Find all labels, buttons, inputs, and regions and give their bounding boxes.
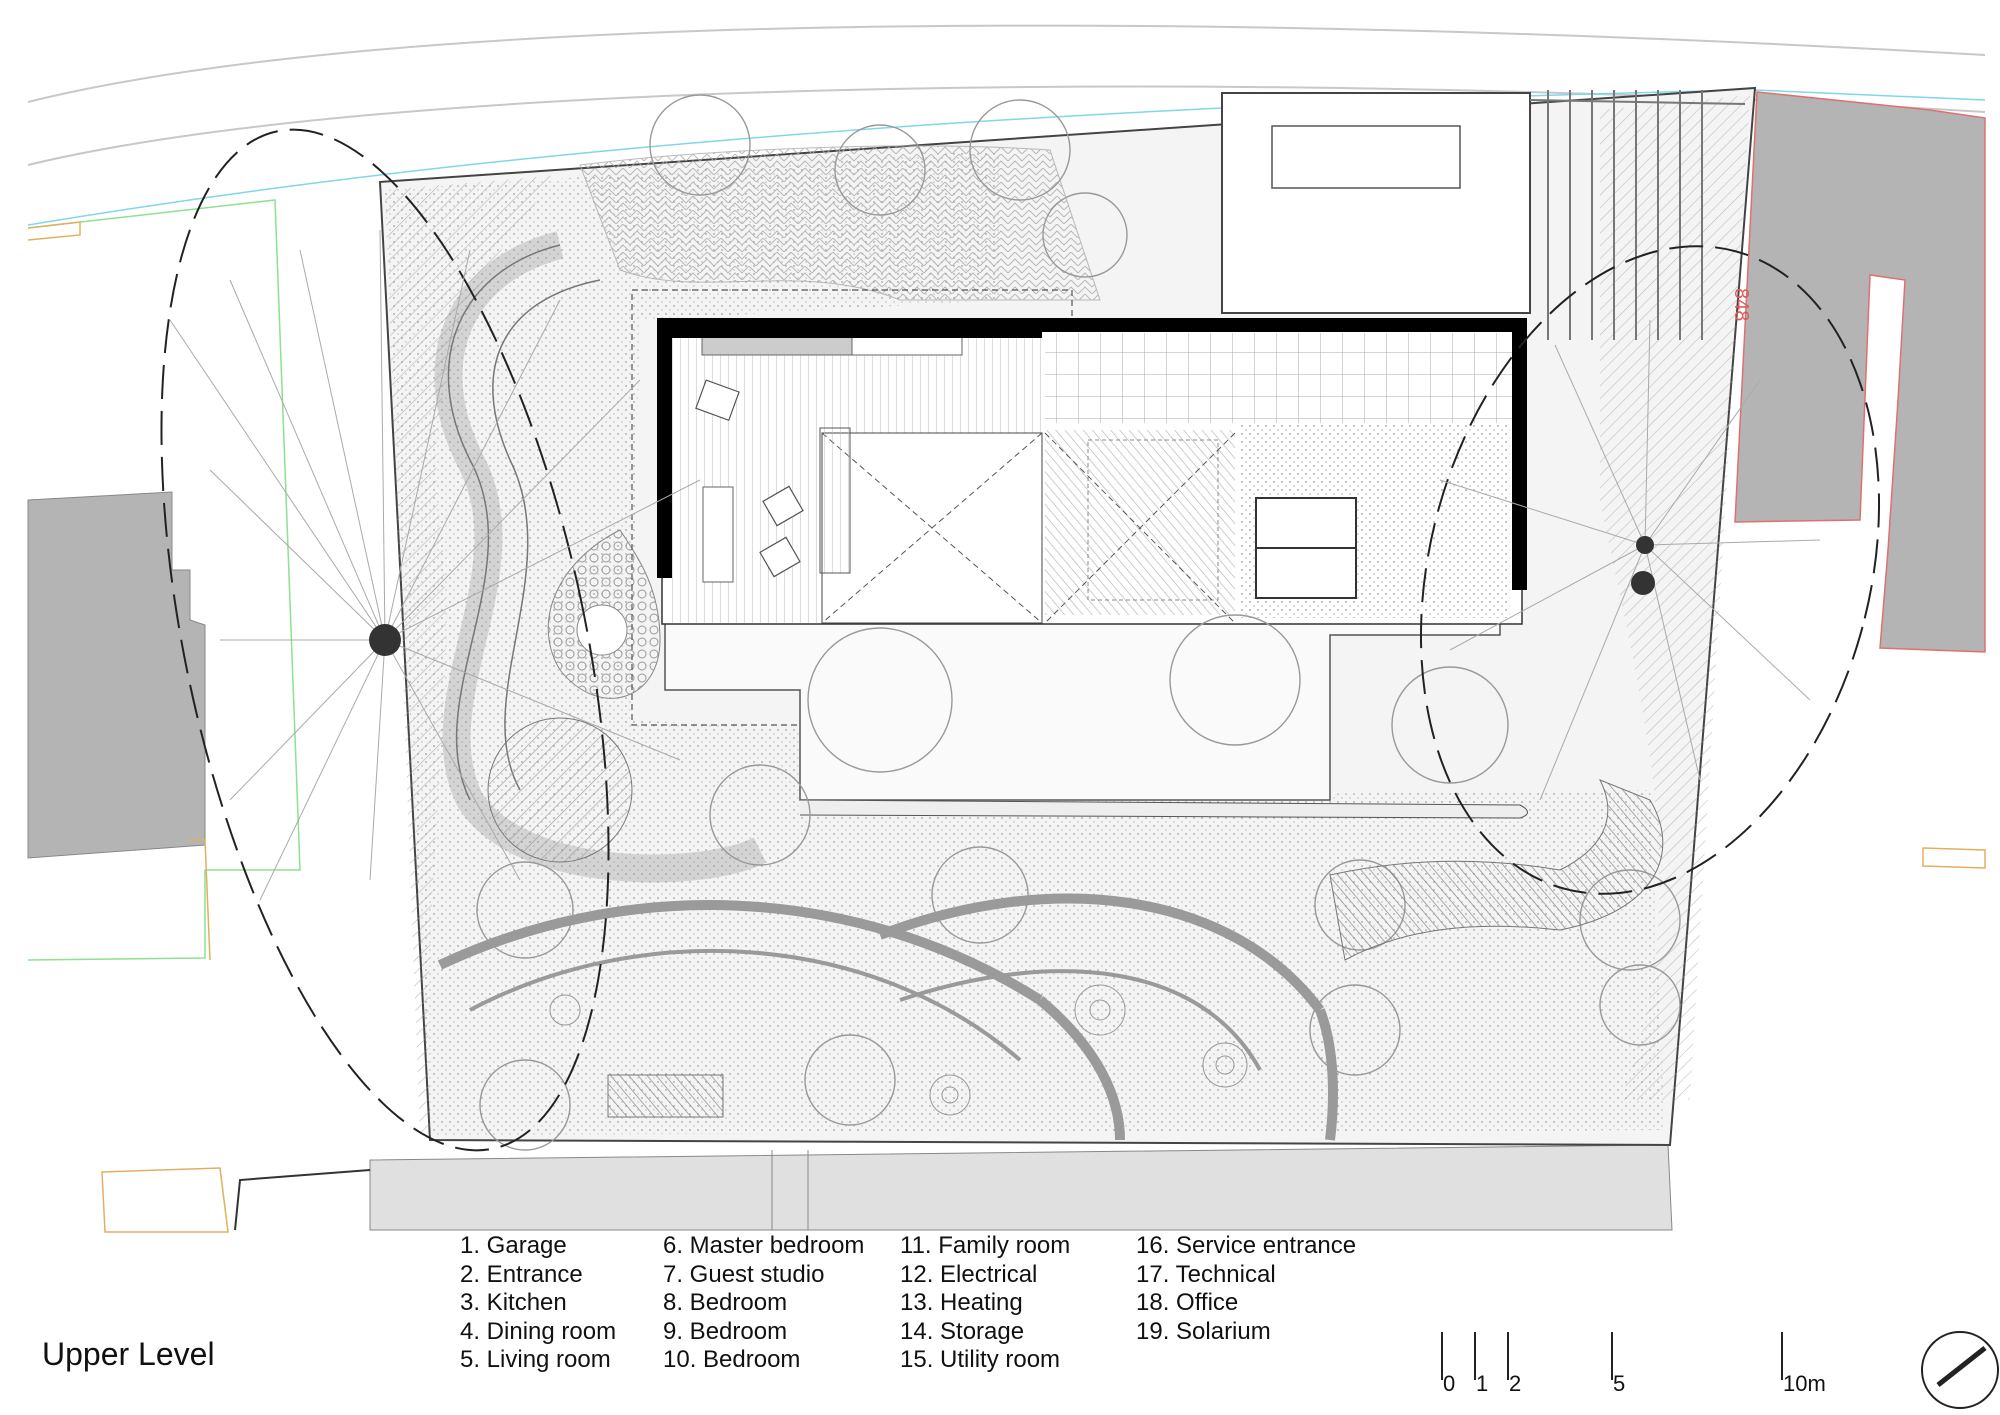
legend-item: 1. Garage xyxy=(460,1232,567,1259)
legend-column-1: 1. Garage 2. Entrance 3. Kitchen 4. Dini… xyxy=(460,1232,616,1375)
sun-marker-right-1 xyxy=(1636,536,1654,554)
legend-item: 4. Dining room xyxy=(460,1317,617,1345)
scale-label: 5 xyxy=(1613,1371,1626,1396)
stepped-terrace xyxy=(1329,779,1664,961)
legend-item: 15. Utility room xyxy=(900,1346,1061,1373)
balcony xyxy=(799,799,1528,819)
neighbor-building-bottom xyxy=(101,1144,1673,1233)
legend-item: 14. Storage xyxy=(900,1317,1025,1345)
legend-item: 6. Master bedroom xyxy=(663,1232,865,1259)
drawing-title: Upper Level xyxy=(42,1336,215,1372)
legend-item: 11. Family room xyxy=(900,1232,1071,1259)
legend-item: 16. Service entrance xyxy=(1136,1232,1357,1259)
legend-column-3: 11. Family room 12. Electrical 13. Heati… xyxy=(900,1232,1070,1375)
scale-bar xyxy=(1441,1332,1783,1380)
planting-circle xyxy=(487,717,633,863)
legend-item: 18. Office xyxy=(1136,1289,1239,1316)
legend-item: 2. Entrance xyxy=(460,1260,583,1288)
sun-marker-right-2 xyxy=(1631,571,1655,595)
legend-item: 17. Technical xyxy=(1136,1260,1276,1288)
legend-item: 8. Bedroom xyxy=(663,1289,788,1316)
sun-marker-left xyxy=(369,624,401,656)
legend-item: 19. Solarium xyxy=(1136,1317,1271,1345)
chairs xyxy=(695,379,804,578)
pergola xyxy=(1529,90,1746,340)
neighbor-building-left xyxy=(27,199,301,961)
legend-item: 12. Electrical xyxy=(900,1260,1038,1288)
north-arrow-icon xyxy=(1921,1331,1999,1409)
legend-item: 5. Living room xyxy=(460,1346,611,1373)
scale-label: 10m xyxy=(1783,1371,1826,1396)
sun-path-left xyxy=(160,128,701,1152)
legend-column-2: 6. Master bedroom 7. Guest studio 8. Bed… xyxy=(663,1232,864,1375)
legend-item: 3. Kitchen xyxy=(460,1289,567,1316)
legend-column-4: 16. Service entrance 17. Technical 18. O… xyxy=(1136,1232,1356,1346)
plot-number: 848 xyxy=(1730,288,1752,322)
scale-label: 2 xyxy=(1509,1371,1522,1396)
bench xyxy=(607,1074,724,1118)
legend-item: 7. Guest studio xyxy=(663,1260,825,1288)
sun-path-right xyxy=(1419,245,1881,895)
garden-arcs xyxy=(437,893,1338,1141)
legend-item: 10. Bedroom xyxy=(663,1346,801,1373)
scale-label: 1 xyxy=(1476,1371,1489,1396)
house-footprint xyxy=(631,289,1527,801)
scale-label: 0 xyxy=(1443,1371,1456,1396)
neighbor-building-right xyxy=(1734,91,1986,869)
legend-item: 9. Bedroom xyxy=(663,1317,788,1345)
legend-item: 13. Heating xyxy=(900,1289,1023,1316)
stepping-stones xyxy=(549,984,1248,1116)
